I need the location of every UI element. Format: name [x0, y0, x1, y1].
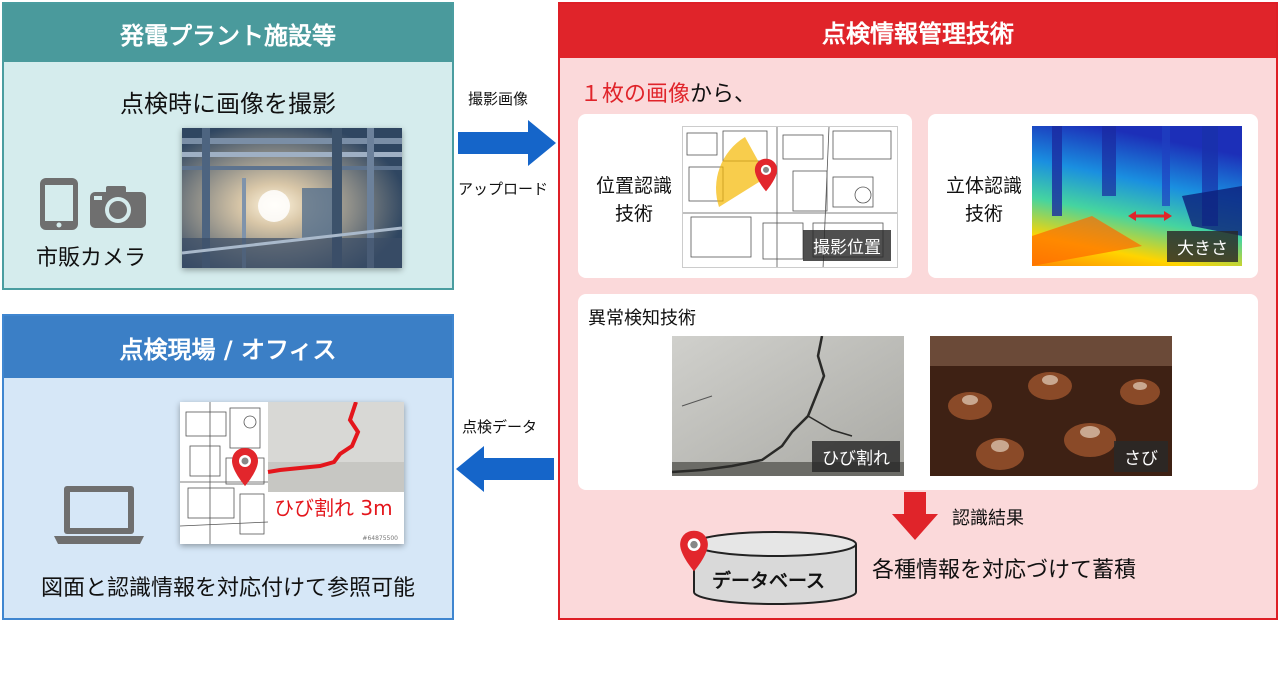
- left-arrow-icon: [456, 446, 554, 496]
- crack-tag: ひび割れ: [812, 441, 900, 472]
- upload-arrow-top-label: 撮影画像: [468, 90, 529, 108]
- map-pin-icon: [230, 446, 260, 492]
- plant-subtitle: 点検時に画像を撮影: [120, 90, 336, 118]
- office-panel: 点検現場 / オフィス: [2, 314, 454, 620]
- crack-photo: ひび割れ: [672, 336, 904, 476]
- shooting-position-tag: 撮影位置: [803, 230, 891, 261]
- map-pin-icon: [678, 528, 710, 578]
- map-pin-icon: [753, 157, 779, 197]
- position-tech-label: 位置認識 技術: [595, 175, 672, 225]
- plant-panel: 発電プラント施設等 点検時に画像を撮影 市販カメラ: [2, 2, 454, 290]
- plant-photo: [182, 128, 402, 268]
- tech-panel-title: 点検情報管理技術: [560, 4, 1276, 58]
- svg-text:#64875500: #64875500: [362, 535, 398, 542]
- upload-arrow-bottom-label: アップロード: [458, 180, 549, 198]
- store-text: 各種情報を対応づけて蓄積: [872, 558, 1137, 583]
- tech-intro-rest: から、: [690, 82, 757, 107]
- camera-icon: [88, 184, 148, 234]
- plant-panel-title: 発電プラント施設等: [4, 4, 452, 62]
- crack-length-label: ひび割れ 3m: [274, 496, 393, 520]
- database-label: データベース: [712, 570, 826, 592]
- tech-panel: 点検情報管理技術 １枚の画像から、 位置認識 技術: [558, 2, 1278, 620]
- size-tag: 大きさ: [1167, 231, 1238, 262]
- office-caption: 図面と認識情報を対応付けて参照可能: [40, 576, 415, 601]
- rust-photo: さび: [930, 336, 1172, 476]
- tech-intro-highlight: １枚の画像: [580, 82, 691, 107]
- database-icon: [690, 530, 860, 612]
- rust-tag: さび: [1114, 441, 1168, 472]
- tech-intro: １枚の画像から、: [580, 76, 756, 108]
- position-tech-card: 位置認識 技術: [578, 114, 912, 278]
- down-arrow-icon: [892, 492, 938, 544]
- camera-label: 市販カメラ: [36, 246, 147, 271]
- depth-map-image: 大きさ: [1032, 126, 1242, 266]
- office-map-photo: #64875500 ひび割れ 3m: [180, 402, 404, 544]
- laptop-icon: [52, 484, 146, 552]
- anomaly-tech-card: 異常検知技術 ひび割れ: [578, 294, 1258, 490]
- stereo-tech-label: 立体認識 技術: [945, 175, 1022, 225]
- tablet-icon: [38, 176, 80, 236]
- recognition-result-label: 認識結果: [952, 508, 1024, 529]
- download-arrow-label: 点検データ: [462, 418, 538, 436]
- anomaly-tech-label: 異常検知技術: [588, 308, 696, 329]
- right-arrow-icon: [458, 120, 556, 170]
- office-panel-title: 点検現場 / オフィス: [4, 316, 452, 378]
- position-map-image: 撮影位置: [682, 126, 898, 268]
- stereo-tech-card: 立体認識 技術: [928, 114, 1258, 278]
